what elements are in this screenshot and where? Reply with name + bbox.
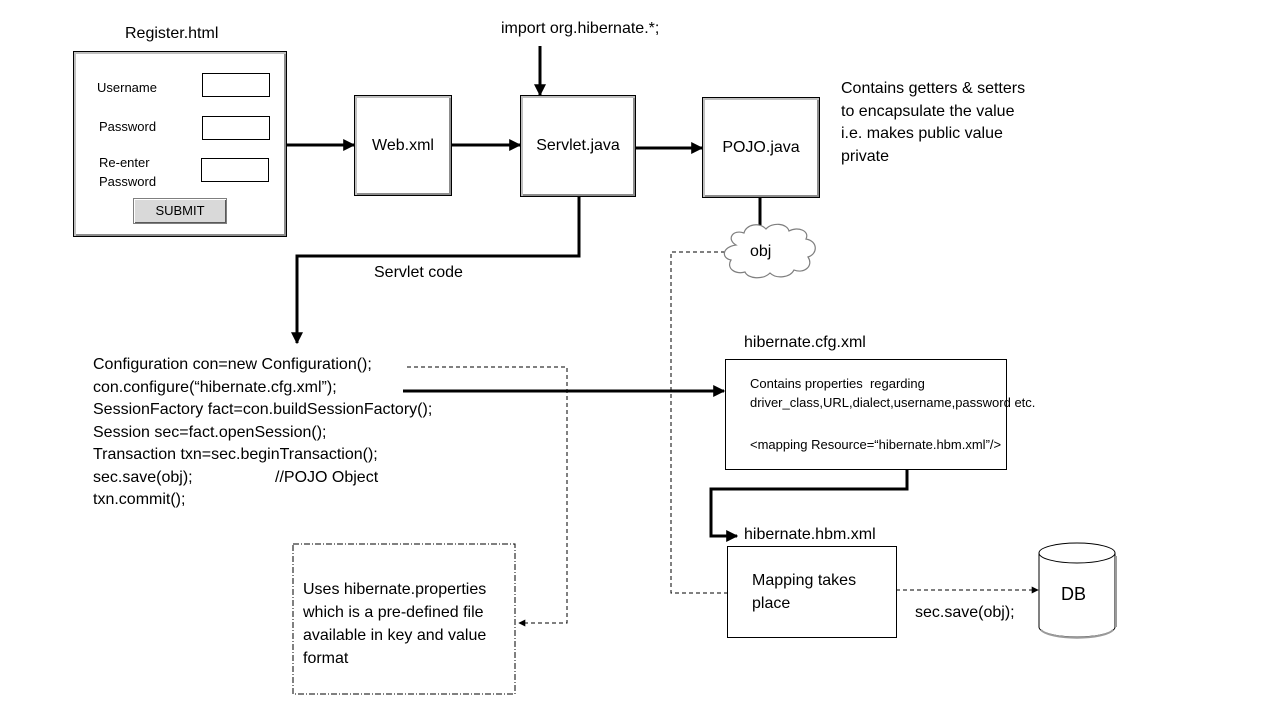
code-line: Session sec=fact.openSession(); xyxy=(93,423,327,441)
code-comment: //POJO Object xyxy=(275,468,379,486)
submit-button[interactable]: SUBMIT xyxy=(133,198,227,224)
hbm-box: Mapping takes place xyxy=(727,546,897,638)
obj-label: obj xyxy=(750,243,772,260)
pojo-note-line: to encapsulate the value xyxy=(841,102,1015,120)
sec-save-label: sec.save(obj); xyxy=(915,604,1015,621)
cfg-line: driver_class,URL,dialect,username,passwo… xyxy=(750,395,1036,410)
pojo-box: POJO.java xyxy=(702,97,820,198)
reenter-label-line2: Password xyxy=(99,174,157,189)
db-cylinder xyxy=(1038,542,1117,639)
cfg-title: hibernate.cfg.xml xyxy=(744,334,866,351)
password-label: Password xyxy=(99,119,157,134)
pojo-note-line: private xyxy=(841,147,890,165)
servlet-code-label: Servlet code xyxy=(374,264,463,281)
cfg-line: <mapping Resource=“hibernate.hbm.xml”/> xyxy=(750,437,1002,452)
code-line: txn.commit(); xyxy=(93,491,186,508)
webxml-label: Web.xml xyxy=(372,136,434,154)
props-note-border xyxy=(292,543,516,695)
props-note-line: format xyxy=(303,650,349,667)
register-title: Register.html xyxy=(125,25,219,42)
servlet-label: Servlet.java xyxy=(536,137,620,154)
register-form: Username Password Re-enter Password SUBM… xyxy=(73,51,287,237)
props-note-line: which is a pre-defined file xyxy=(303,604,484,621)
hbm-line: place xyxy=(752,595,791,612)
arrow-cfg-to-hbm xyxy=(709,469,909,542)
code-line: Configuration con=new Configuration(); xyxy=(93,356,372,373)
arrow-servlet-to-code xyxy=(291,195,581,345)
pojo-label: POJO.java xyxy=(722,138,800,156)
servlet-box: Servlet.java xyxy=(520,95,636,197)
pojo-note-line: Contains getters & setters xyxy=(841,80,1026,97)
dashed-line-obj-to-hbm xyxy=(670,251,727,594)
webxml-box: Web.xml xyxy=(354,95,452,196)
pojo-note: Contains getters & setters to encapsulat… xyxy=(841,78,1025,168)
dashed-arrow-code-to-props xyxy=(407,366,568,627)
reenter-password-field[interactable] xyxy=(201,158,269,182)
cfg-line: Contains properties regarding xyxy=(750,376,925,391)
db-label: DB xyxy=(1061,584,1087,604)
obj-cloud-shape xyxy=(723,223,816,279)
username-label: Username xyxy=(97,80,157,95)
cfg-box: Contains properties regarding driver_cla… xyxy=(725,359,1035,470)
props-note-line: Uses hibernate.properties xyxy=(303,581,487,598)
props-note-line: available in key and value xyxy=(303,627,487,644)
import-statement: import org.hibernate.*; xyxy=(501,20,660,37)
hbm-title: hibernate.hbm.xml xyxy=(744,526,876,543)
props-note: Uses hibernate.properties which is a pre… xyxy=(303,578,486,670)
password-field[interactable] xyxy=(202,116,270,140)
code-line: Transaction txn=sec.beginTransaction(); xyxy=(93,446,378,463)
code-line: sec.save(obj); xyxy=(93,468,193,486)
hbm-line: Mapping takes xyxy=(752,572,857,589)
reenter-label-line1: Re-enter xyxy=(99,155,150,170)
code-line: SessionFactory fact=con.buildSessionFact… xyxy=(93,401,433,418)
pojo-note-line: i.e. makes public value xyxy=(841,125,1003,142)
username-field[interactable] xyxy=(202,73,270,97)
code-line: con.configure(“hibernate.cfg.xml”); xyxy=(93,378,337,396)
